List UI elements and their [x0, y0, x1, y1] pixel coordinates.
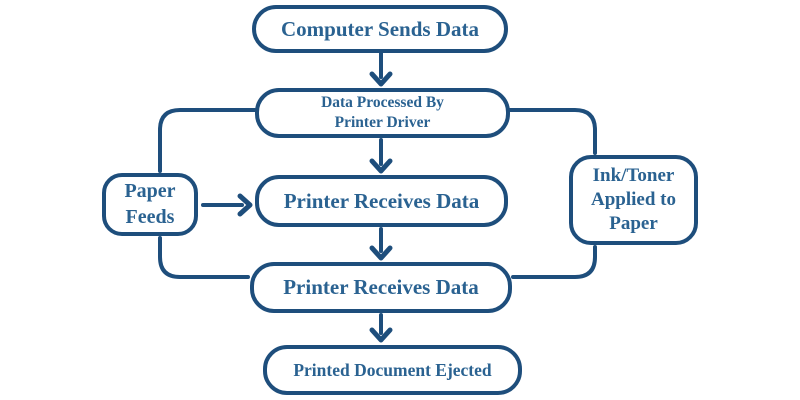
edge-receive1-to-receive2-arrowhead-icon [369, 245, 393, 261]
edge-driver-to-receive1-arrowhead-icon [369, 158, 393, 174]
node-ink-toner-label-line3: Paper [609, 213, 658, 235]
edge-paperfeeds-to-receive2-elbow [158, 236, 250, 279]
node-data-processed-label-line2: Printer Driver [334, 114, 431, 131]
node-printer-receives-data-1-label: Printer Receives Data [283, 188, 480, 213]
node-printer-receives-data-2-label: Printer Receives Data [283, 275, 479, 300]
node-paper-feeds: Paper Feeds [102, 173, 198, 236]
node-printed-document-ejected-label: Printed Document Ejected [293, 359, 492, 380]
node-paper-feeds-label-line2: Feeds [125, 205, 175, 228]
node-paper-feeds-label-line1: Paper [124, 179, 176, 202]
node-ink-toner-label-line2: Applied to [591, 188, 676, 210]
node-printer-receives-data-1: Printer Receives Data [255, 175, 508, 227]
edge-driver-to-paperfeeds-elbow [158, 108, 257, 173]
node-computer-sends-data-label: Computer Sends Data [281, 16, 479, 41]
edge-paperfeeds-to-receive1-arrowhead-icon [237, 193, 253, 217]
edge-inktoner-to-receive2-elbow [511, 245, 597, 279]
edge-driver-to-inktoner-elbow [508, 108, 597, 155]
edge-receive2-to-ejected-arrowhead-icon [369, 327, 393, 343]
node-printed-document-ejected: Printed Document Ejected [263, 345, 522, 395]
node-ink-toner-applied-to-paper: Ink/Toner Applied to Paper [569, 155, 698, 245]
node-printer-receives-data-2: Printer Receives Data [250, 262, 512, 313]
node-computer-sends-data: Computer Sends Data [252, 5, 508, 53]
node-data-processed-label-line1: Data Processed By [321, 94, 444, 112]
node-data-processed-by-printer-driver: Data Processed By Printer Driver [255, 88, 510, 138]
node-ink-toner-label-line1: Ink/Toner [592, 164, 675, 186]
edge-computer-to-driver-arrowhead-icon [369, 71, 393, 87]
